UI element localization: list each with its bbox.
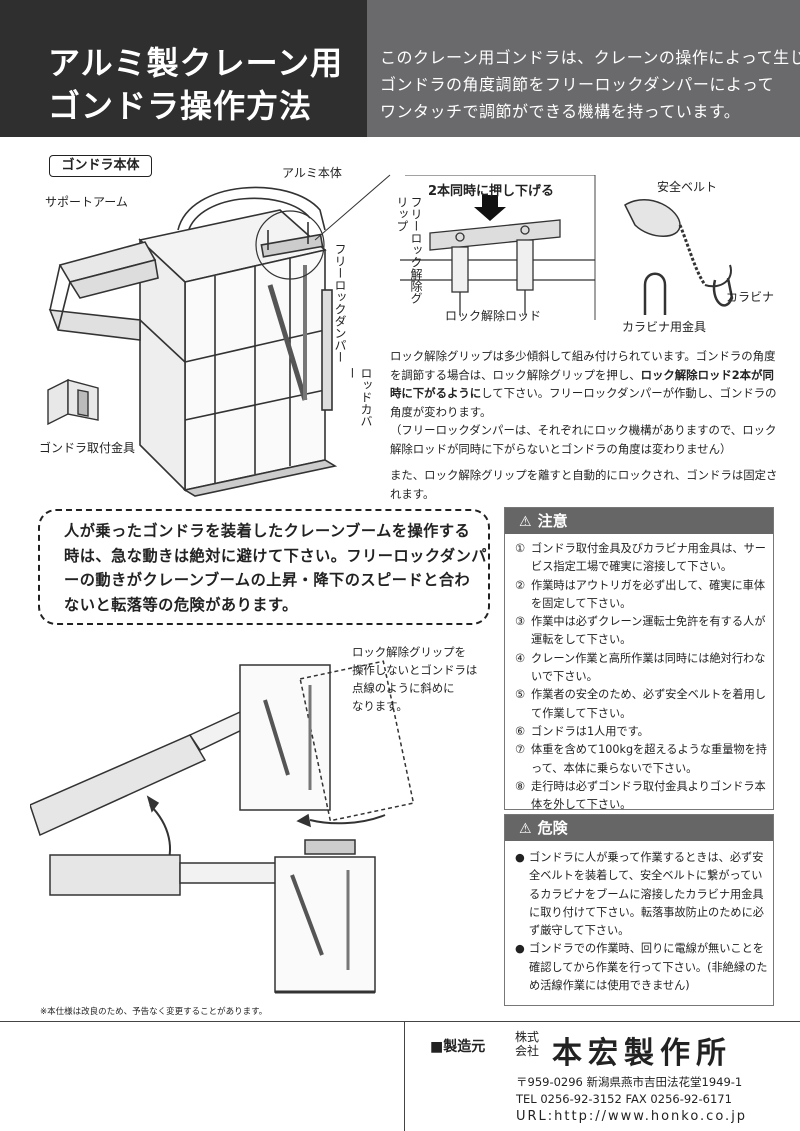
label-unlock-grip: フリーロック解除グリップ	[395, 196, 423, 304]
list-item: ⑤ 作業者の安全のため、必ず安全ベルトを着用して作業して下さい。	[515, 686, 767, 723]
caption-line-2: 操作しないとゴンドラは	[352, 663, 478, 677]
bullet: ●	[515, 942, 525, 956]
caution-header: ⚠ 注意	[505, 508, 773, 534]
caution-title: 注意	[537, 512, 568, 530]
list-item: ● ゴンドラでの作業時、回りに電線が無いことを確認してから作業を行って下さい。(非…	[515, 940, 769, 995]
label-support-arm: サポートアーム	[45, 195, 128, 209]
warning-line-4: ないと転落等の危険があります。	[64, 595, 298, 614]
list-item: ① ゴンドラ取付金具及びカラビナ用金具は、サービス指定工場で確実に溶接して下さい。	[515, 540, 767, 577]
intro-text: このクレーン用ゴンドラは、クレーンの操作によって生じる ゴンドラの角度調節をフリ…	[380, 44, 800, 125]
safety-belt-illustration	[624, 198, 734, 315]
gondola-body-illustration	[47, 186, 338, 497]
desc-p1-a: ロック解除グリップは多少傾斜して組み付けられています。ゴンドラの角度を調節する場…	[390, 349, 776, 382]
warning-box	[38, 509, 490, 625]
tel-fax: TEL 0256-92-3152 FAX 0256-92-6171	[516, 1092, 732, 1106]
caption-line-3: 点線のように斜めに	[352, 681, 455, 695]
caption-line-1: ロック解除グリップを	[352, 645, 466, 659]
title-line-1: アルミ製クレーン用	[48, 44, 344, 82]
item-text: 作業時はアウトリガを必ず出して、確実に車体を固定して下さい。	[531, 578, 766, 610]
caption-line-4: なります。	[352, 699, 408, 713]
footnote: ※本仕様は改良のため、予告なく変更することがあります。	[40, 1007, 268, 1017]
warning-line-3: ーの動きがクレーンブームの上昇・降下のスピードと合わ	[64, 571, 471, 589]
page-title: アルミ製クレーン用 ゴンドラ操作方法	[48, 42, 343, 128]
warning-triangle-icon: ⚠	[519, 514, 532, 530]
title-line-2: ゴンドラ操作方法	[48, 87, 313, 125]
intro-line-3: ワンタッチで調節ができる機構を持っています。	[380, 102, 741, 121]
list-item: ⑥ ゴンドラは1人用です。	[515, 723, 767, 741]
company-type-line-2: 会社	[515, 1044, 540, 1058]
item-text: ゴンドラ取付金具及びカラビナ用金具は、サービス指定工場で確実に溶接して下さい。	[531, 542, 766, 574]
caution-list: ① ゴンドラ取付金具及びカラビナ用金具は、サービス指定工場で確実に溶接して下さい。…	[515, 540, 767, 814]
maker-label: ■製造元	[430, 1039, 486, 1055]
postal-address: 〒959-0296 新潟県燕市吉田法花堂1949-1	[516, 1075, 743, 1089]
warning-line-2: 時は、急な動きは絶対に避けて下さい。フリーロックダンパ	[64, 546, 487, 565]
label-mount-bracket: ゴンドラ取付金具	[39, 441, 136, 455]
list-item: ② 作業時はアウトリガを必ず出して、確実に車体を固定して下さい。	[515, 577, 767, 614]
item-num: ④	[515, 651, 526, 665]
item-text: 体重を含めて100kgを超えるような重量物を持って、本体に乗らないで下さい。	[531, 743, 767, 775]
list-item: ⑧ 走行時は必ずゴンドラ取付金具よりゴンドラ本体を外して下さい。	[515, 778, 767, 815]
intro-line-1: このクレーン用ゴンドラは、クレーンの操作によって生じる	[380, 48, 800, 67]
company-name: 本宏製作所	[552, 1036, 732, 1071]
list-item: ⑦ 体重を含めて100kgを超えるような重量物を持って、本体に乗らないで下さい。	[515, 741, 767, 778]
leader-lines	[314, 174, 391, 241]
desc-p1-bold: ロック解除ロッド2本が同時に下がるように	[390, 367, 774, 401]
label-rod-cover: ロッドカバー	[345, 367, 373, 427]
header-intro-panel	[367, 0, 800, 137]
bullet: ●	[515, 851, 525, 864]
website-url[interactable]: URL:http://www.honko.co.jp	[516, 1109, 748, 1124]
item-num: ⑥	[515, 724, 526, 738]
item-num: ③	[515, 615, 526, 629]
item-text: ゴンドラに人が乗って作業するときは、必ず安全ベルトを装着して、安全ベルトに繋がっ…	[529, 851, 764, 938]
desc-p1-b: して下さい。フリーロックダンパーが作動し、ゴンドラの角度が変わります。	[390, 386, 777, 419]
description-paragraph-1: ロック解除グリップは多少傾斜して組み付けられています。ゴンドラの角度を調節する場…	[390, 347, 780, 421]
label-carabiner: カラビナ	[726, 290, 775, 304]
label-push-down: 2本同時に押し下げる	[428, 184, 555, 199]
warning-line-1: 人が乗ったゴンドラを装着したクレーンブームを操作する	[64, 522, 471, 540]
item-text: 作業中は必ずクレーン運転士免許を有する人が運転をして下さい。	[531, 615, 766, 647]
footer-vertical-divider	[404, 1021, 405, 1131]
operation-description: ロック解除グリップは多少傾斜して組み付けられています。ゴンドラの角度を調節する場…	[390, 347, 780, 503]
item-text: クレーン作業と高所作業は同時には絶対行わないで下さい。	[531, 651, 766, 684]
figure-caption: ロック解除グリップを 操作しないとゴンドラは 点線のように斜めに なります。	[352, 643, 477, 715]
section-label-gondola-body: ゴンドラ本体	[49, 155, 152, 177]
intro-line-2: ゴンドラの角度調節をフリーロックダンパーによって	[380, 75, 775, 94]
danger-list: ● ゴンドラに人が乗って作業するときは、必ず安全ベルトを装着して、安全ベルトに繋が…	[515, 849, 769, 995]
item-text: ゴンドラは1人用です。	[531, 724, 649, 738]
header-title-panel	[0, 0, 367, 137]
label-safety-belt: 安全ベルト	[657, 180, 718, 194]
item-num: ②	[515, 578, 526, 592]
description-paragraph-2: また、ロック解除グリップを離すと自動的にロックされ、ゴンドラは固定されます。	[390, 468, 778, 501]
caution-box: ⚠ 注意 ① ゴンドラ取付金具及びカラビナ用金具は、サービス指定工場で確実に溶接して…	[504, 507, 774, 811]
unlock-grip-detail	[400, 175, 596, 320]
item-num: ⑧	[515, 779, 526, 793]
description-note: （フリーロックダンパーは、それぞれにロック機構がありますので、ロック解除ロッドが…	[390, 423, 777, 456]
label-aluminum-body: アルミ本体	[282, 166, 342, 180]
warning-text: 人が乗ったゴンドラを装着したクレーンブームを操作する 時は、急な動きは絶対に避け…	[64, 519, 487, 617]
label-free-lock-damper: フリーロックダンパー	[333, 243, 347, 363]
item-num: ①	[515, 542, 526, 555]
company-type-line-1: 株式	[515, 1030, 540, 1044]
item-num: ⑦	[515, 743, 526, 757]
label-unlock-rod: ロック解除ロッド	[445, 309, 542, 323]
danger-box: ⚠ 危険 ● ゴンドラに人が乗って作業するときは、必ず安全ベルトを装着して、安全ベル…	[504, 814, 774, 1006]
label-carabiner-bracket: カラビナ用金具	[622, 320, 707, 334]
list-item: ④ クレーン作業と高所作業は同時には絶対行わないで下さい。	[515, 650, 767, 687]
warning-triangle-icon: ⚠	[519, 821, 532, 837]
item-text: ゴンドラでの作業時、回りに電線が無いことを確認してから作業を行って下さい。(非絶…	[529, 942, 768, 993]
item-num: ⑤	[515, 688, 526, 702]
item-text: 走行時は必ずゴンドラ取付金具よりゴンドラ本体を外して下さい。	[531, 779, 766, 812]
list-item: ● ゴンドラに人が乗って作業するときは、必ず安全ベルトを装着して、安全ベルトに繋が…	[515, 849, 769, 940]
item-text: 作業者の安全のため、必ず安全ベルトを着用して作業して下さい。	[531, 688, 766, 720]
danger-header: ⚠ 危険	[505, 815, 773, 841]
company-type: 株式 会社	[515, 1030, 539, 1058]
company-address: 〒959-0296 新潟県燕市吉田法花堂1949-1 TEL 0256-92-3…	[516, 1074, 747, 1125]
footer-divider	[0, 1021, 800, 1022]
danger-title: 危険	[537, 819, 568, 837]
down-arrow-icon	[474, 195, 506, 221]
crane-boom-illustration	[30, 660, 415, 994]
list-item: ③ 作業中は必ずクレーン運転士免許を有する人が運転をして下さい。	[515, 613, 767, 650]
